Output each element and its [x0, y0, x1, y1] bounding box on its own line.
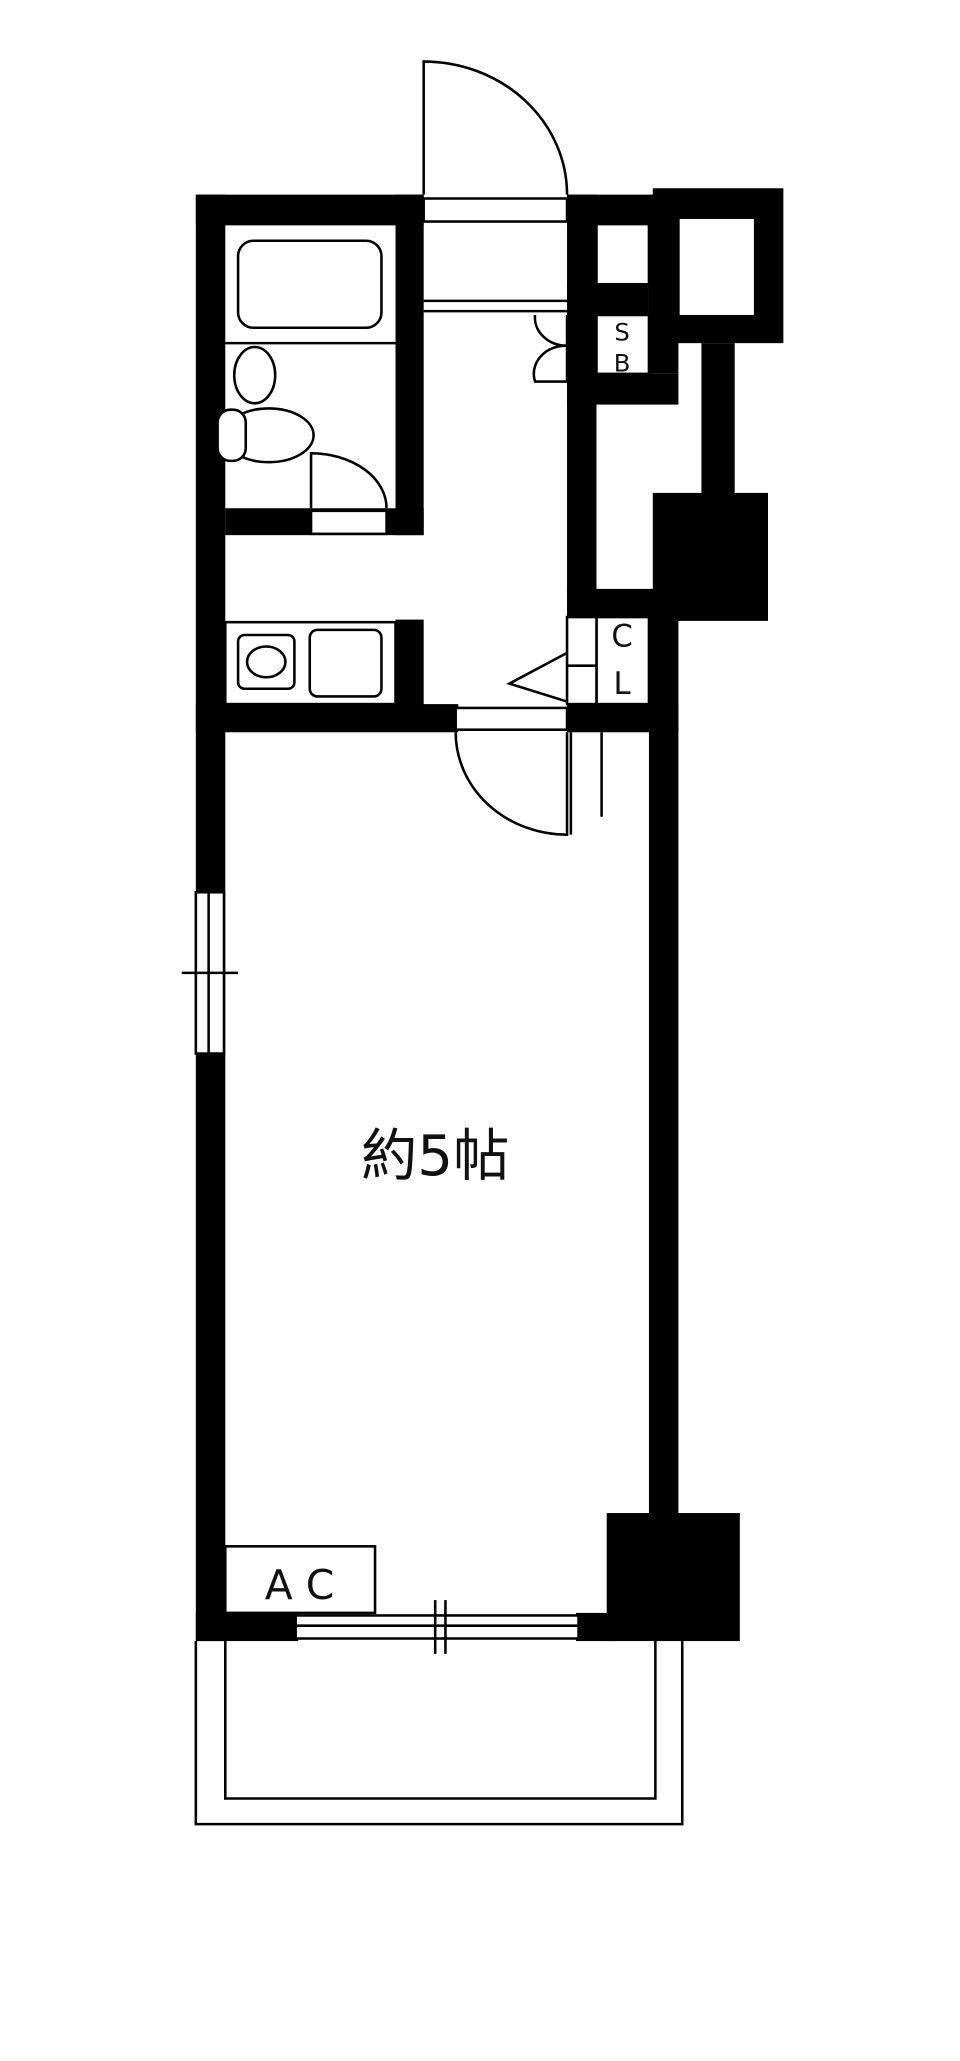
- room-door: [454, 706, 569, 731]
- pipe-shaft: [677, 216, 757, 318]
- entrance-door-frame: [422, 197, 569, 223]
- bath-door-swing: [309, 451, 388, 509]
- shoe-box-label-s: S: [614, 318, 629, 347]
- aircon-unit: [224, 1545, 377, 1615]
- aircon-label: A C: [265, 1561, 335, 1609]
- sink-icon: [232, 345, 277, 405]
- bath-door: [309, 509, 388, 536]
- room-door-swing: [454, 732, 569, 836]
- kitchen-sink-icon: [308, 628, 383, 698]
- bathtub-icon: [236, 239, 383, 330]
- closet-label-l: L: [614, 666, 631, 702]
- room-size-label: 約5帖: [361, 1124, 509, 1189]
- walls: [195, 188, 784, 1642]
- closet-door-swing: [506, 651, 568, 703]
- closet-label-c: C: [611, 618, 632, 654]
- shoe-box-label-b: B: [614, 348, 631, 377]
- entrance-door-swing: [422, 60, 569, 195]
- balcony: [194, 1641, 684, 1826]
- shoe-box: [595, 313, 651, 376]
- shaft-box: [595, 222, 651, 286]
- closet: [595, 615, 651, 706]
